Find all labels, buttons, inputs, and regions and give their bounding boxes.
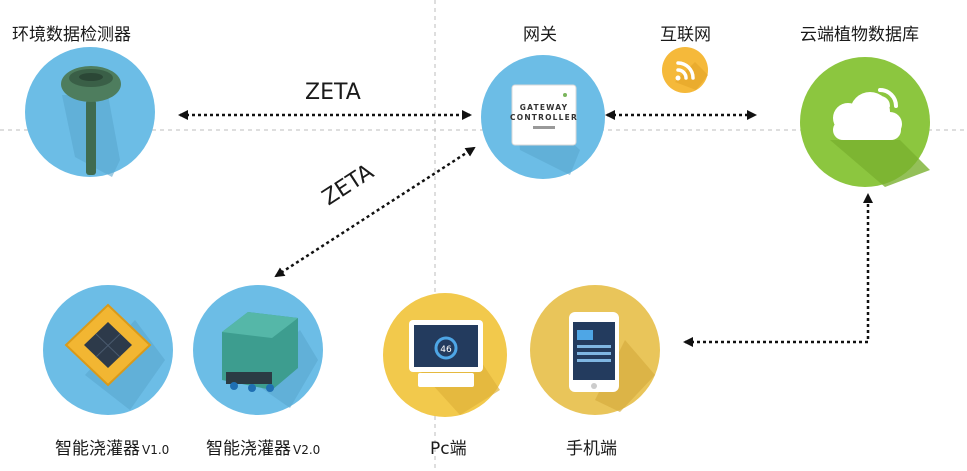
sensor-link-protocol-label: ZETA	[305, 80, 361, 105]
irrigator-v2-node	[193, 285, 323, 415]
gateway-node: GATEWAY CONTROLLER	[481, 55, 605, 179]
pc-node: 46	[383, 293, 507, 417]
irrigator-v2-version: V2.0	[293, 443, 321, 457]
internet-label: 互联网	[660, 25, 711, 45]
sensor-node	[25, 47, 155, 177]
irrigator-v1-node	[43, 285, 173, 415]
cloud-wifi-icon	[878, 88, 898, 108]
pc-label: Pc端	[430, 439, 467, 459]
mobile-node	[530, 285, 660, 415]
wifi-icon	[675, 61, 695, 81]
internet-node	[662, 47, 708, 93]
apps-cloud-link	[683, 193, 873, 347]
gateway-device-line2: CONTROLLER	[510, 113, 578, 122]
cloud-node	[800, 57, 930, 187]
mobile-label: 手机端	[566, 439, 617, 459]
irrigator-gateway-link	[274, 146, 476, 278]
gateway-device-line1: GATEWAY	[520, 103, 568, 112]
cloud-label: 云端植物数据库	[800, 25, 919, 45]
irrigator-v2-name: 智能浇灌器	[206, 439, 291, 459]
irrigator-v1-version: V1.0	[142, 443, 170, 457]
sensor-pole	[86, 100, 96, 175]
gateway-label: 网关	[523, 25, 557, 45]
cloud-icon	[833, 92, 902, 140]
irrigator-v1-name: 智能浇灌器	[55, 439, 140, 459]
pc-screen-value: 46	[440, 345, 452, 355]
gateway-device	[511, 84, 577, 146]
sensor-label: 环境数据检测器	[12, 25, 131, 45]
pc-screen	[414, 325, 478, 367]
